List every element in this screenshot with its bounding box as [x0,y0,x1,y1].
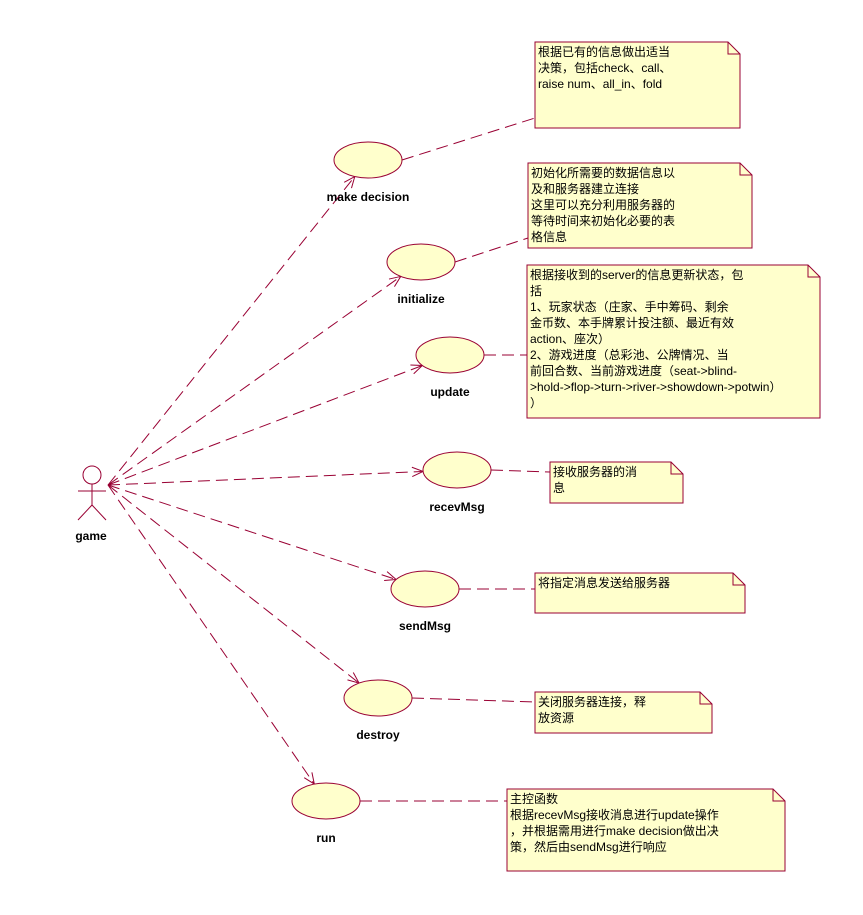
note-fold-icon [732,573,745,586]
note-line: 2、游戏进度（总彩池、公牌情况、当 [530,347,729,362]
actor-leg [77,504,93,521]
note[interactable]: 主控函数根据recevMsg接收消息进行update操作，并根据需用进行make… [506,788,786,872]
use-case-sendmsg[interactable]: sendMsg [390,570,460,633]
note-fold-icon [772,789,785,802]
note-line: 根据recevMsg接收消息进行update操作 [510,807,719,822]
note-line: 放资源 [538,710,574,725]
use-case-label: destroy [356,728,400,742]
note-fold-icon [727,42,740,55]
note-line: 根据接收到的server的信息更新状态，包 [530,267,743,282]
use-case-initialize[interactable]: initialize [386,243,456,306]
note-line: 1、玩家状态（庄家、手中筹码、剩余 [530,299,729,314]
use-case-label: initialize [397,292,445,306]
note[interactable]: 将指定消息发送给服务器 [534,572,746,614]
actor-label: game [75,529,107,543]
use-case-ellipse [343,679,413,717]
arrowhead-icon [388,275,402,287]
note-box [549,461,684,504]
note[interactable]: 初始化所需要的数据信息以及和服务器建立连接这里可以充分利用服务器的等待时间来初始… [527,162,753,249]
note-line: ） [530,396,542,410]
note-box [527,162,753,249]
note-box [506,788,786,872]
note-line: 这里可以充分利用服务器的 [531,197,675,212]
note-box [526,264,821,419]
note-line: >hold->flop->turn->river->showdown->potw… [530,380,781,394]
arrowhead-icon [343,175,356,189]
use-case-ellipse [333,141,403,179]
note-connector [454,237,529,263]
note-fold-icon [699,692,712,705]
note-line: 初始化所需要的数据信息以 [531,165,675,180]
note-connector [401,117,536,161]
use-case-ellipse [390,570,460,608]
dependency-line [107,176,356,486]
note-line: 金币数、本手牌累计投注额、最近有效 [530,315,734,330]
note-fold-icon [739,163,752,176]
use-case-ellipse [422,451,492,489]
note-line: 关闭服务器连接，释 [538,694,646,709]
use-case-label: update [430,385,470,399]
actor-leg [91,504,107,521]
use-case-update[interactable]: update [415,336,485,399]
note-box [534,691,713,734]
use-case-label: run [316,831,335,845]
use-case-label: make decision [327,190,410,204]
note[interactable]: 根据接收到的server的信息更新状态，包括1、玩家状态（庄家、手中筹码、剩余金… [526,264,821,419]
note-fold-icon [670,462,683,475]
note-line: 息 [553,480,565,495]
use-case-label: recevMsg [429,500,484,514]
use-case-recevmsg[interactable]: recevMsg [422,451,492,514]
note-line: 前回合数、当前游戏进度（seat->blind- [530,363,737,378]
actor-game[interactable]: game [75,465,107,543]
dependency-line [107,470,424,486]
note-line: 将指定消息发送给服务器 [538,575,670,590]
note-line: 决策，包括check、call、 [538,60,671,75]
dependency-line [107,484,360,684]
note-line: 主控函数 [510,791,558,806]
use-case-ellipse [415,336,485,374]
use-case-destroy[interactable]: destroy [343,679,413,742]
use-case-label: sendMsg [399,619,451,633]
note-line: 格信息 [531,229,567,244]
note-line: 根据已有的信息做出适当 [538,44,670,59]
note-line: 接收服务器的消 [553,464,637,479]
use-case-make-decision[interactable]: make decision [327,141,410,204]
dependency-line [107,276,402,486]
note-line: 括 [530,283,542,298]
note-fold-icon [807,265,820,278]
note-line: raise num、all_in、fold [538,77,662,91]
actor-head [82,465,102,485]
dependency-line [107,484,315,785]
note-line: 策，然后由sendMsg进行响应 [510,839,667,854]
dependency-line [107,365,423,486]
use-case-run[interactable]: run [291,782,361,845]
use-case-ellipse [386,243,456,281]
note-connector [490,469,551,473]
note-box [534,41,741,129]
dependency-line [107,484,397,580]
use-case-ellipse [291,782,361,820]
note-line: 等待时间来初始化必要的表 [531,213,675,228]
note-line: 及和服务器建立连接 [531,181,639,196]
note-box [534,572,746,614]
note-connector [411,697,536,703]
note-line: action、座次） [530,331,610,346]
note-line: ，并根据需用进行make decision做出决 [510,823,719,838]
